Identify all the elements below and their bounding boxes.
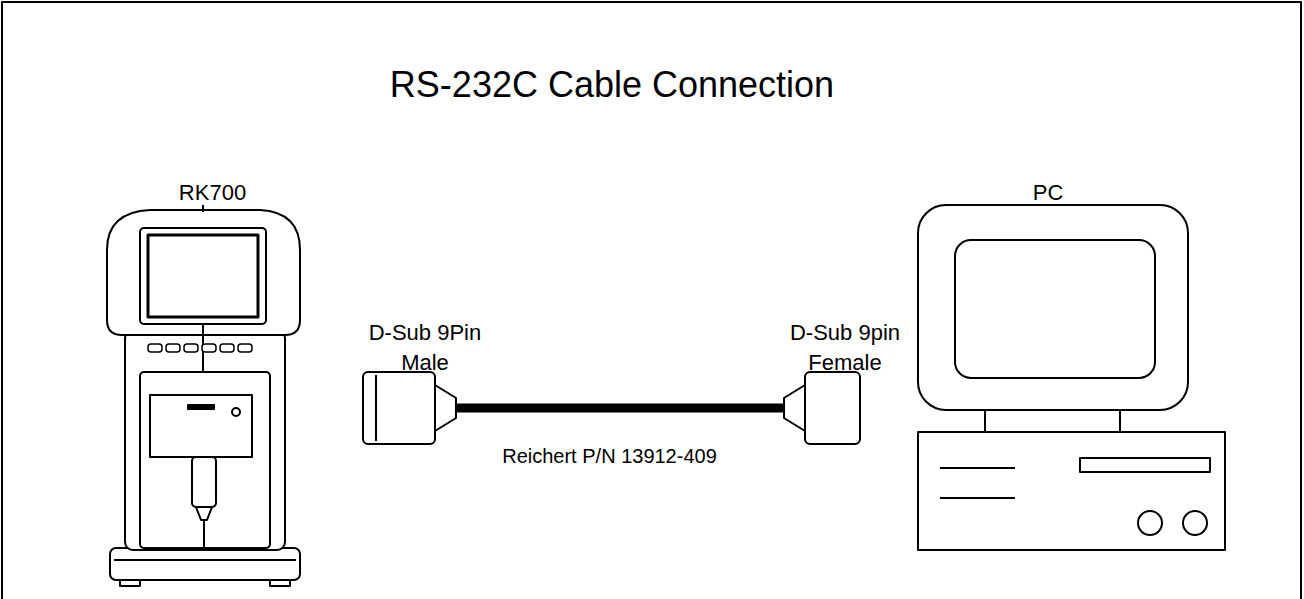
connector-label: D-Sub 9pin Female (780, 318, 910, 378)
device-label: PC (973, 180, 1123, 206)
male-connector (363, 372, 456, 444)
diagram-title: RS-232C Cable Connection (262, 64, 962, 106)
rk700-device (107, 205, 300, 586)
pc-computer (918, 205, 1225, 550)
female-connector (784, 372, 860, 444)
connector-label: D-Sub 9Pin Male (360, 318, 490, 378)
device-node: RK700 (100, 178, 365, 593)
device-label: RK700 (170, 180, 255, 206)
device-node: PC (860, 178, 1230, 558)
part-number: Reichert P/N 13912-409 (499, 444, 720, 468)
